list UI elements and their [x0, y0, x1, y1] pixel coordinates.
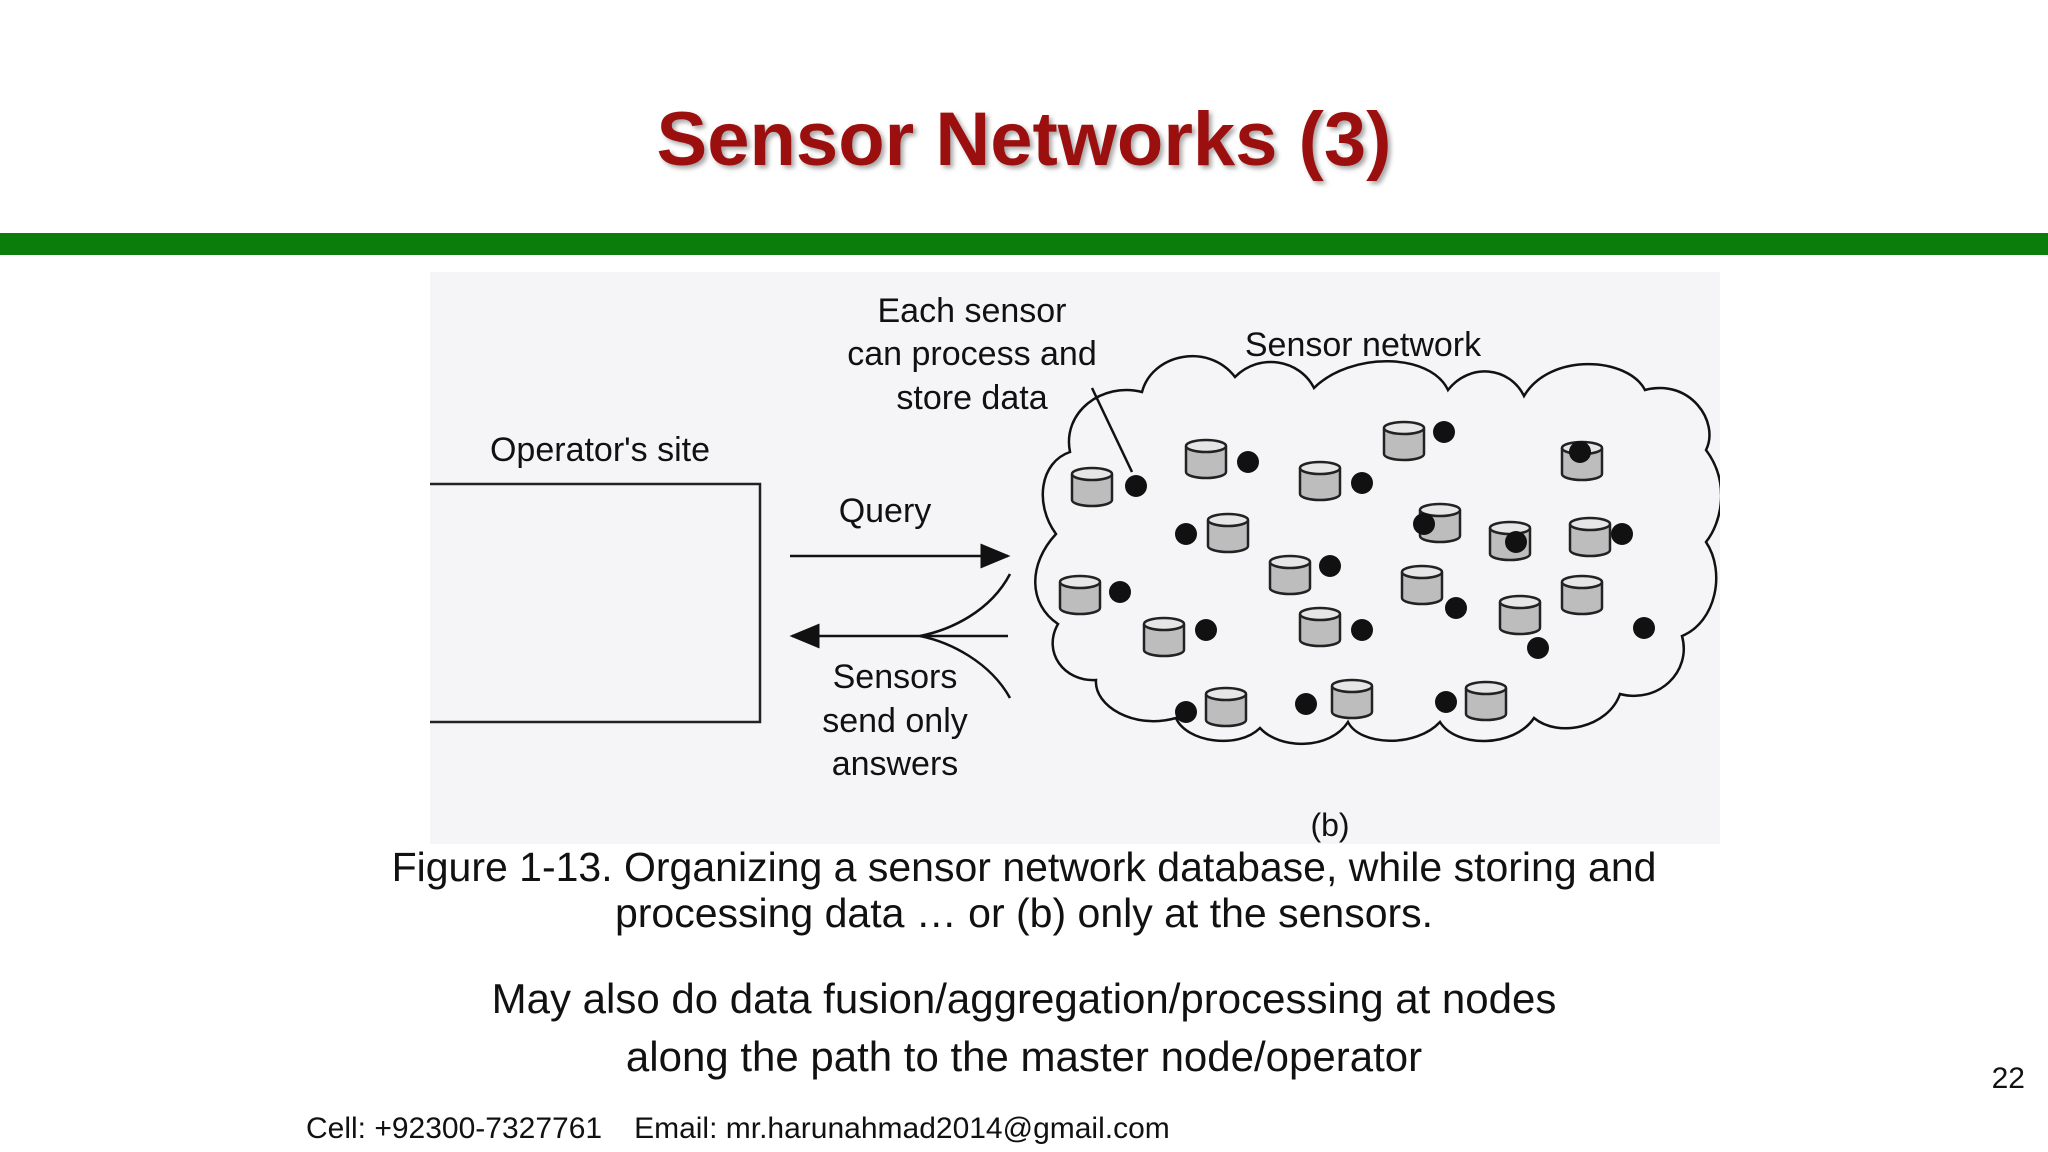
contact-footer: Cell: +92300-7327761 Email: mr.harunahmad…	[306, 1112, 1202, 1146]
answers-converge-top	[919, 573, 1012, 638]
database-icon	[1184, 438, 1228, 480]
answers-converge-bottom	[919, 634, 1012, 699]
sensor-network-label: Sensor network	[1245, 326, 1482, 364]
operator-site-label: Operator's site	[490, 431, 710, 469]
slide-body-text: May also do data fusion/aggregation/proc…	[330, 970, 1718, 1086]
sensor-node	[1237, 451, 1259, 473]
body-line-2: along the path to the master node/operat…	[625, 1033, 1423, 1080]
each-sensor-label-1: Each sensor	[878, 292, 1067, 330]
page-number: 22	[1991, 1062, 2025, 1095]
sensor-node	[1435, 691, 1457, 713]
slide-title: Sensor Networks (3)	[656, 97, 1392, 182]
figure-caption-line-1: Figure 1-13. Organizing a sensor network…	[391, 844, 1657, 890]
figure-caption: Figure 1-13. Organizing a sensor network…	[330, 844, 1718, 936]
figure-part-label: (b)	[1310, 807, 1349, 843]
sensor-node	[1527, 637, 1549, 659]
database-icon	[1268, 554, 1312, 596]
operator-site-box	[430, 482, 762, 724]
database-icon	[1330, 678, 1374, 720]
database-icon	[1204, 686, 1248, 728]
database-icon	[1298, 460, 1342, 502]
sensor-node	[1295, 693, 1317, 715]
sensor-node	[1433, 421, 1455, 443]
database-icon	[1400, 564, 1444, 606]
body-line-1: May also do data fusion/aggregation/proc…	[491, 975, 1557, 1022]
database-icon	[1142, 616, 1186, 658]
sensor-node	[1125, 475, 1147, 497]
each-sensor-label-2: can process and	[847, 335, 1097, 373]
query-label: Query	[839, 492, 932, 530]
figure-diagram: Operator's site Query Sensors send only …	[430, 292, 1720, 843]
database-icon	[1560, 574, 1604, 616]
sensor-node	[1611, 523, 1633, 545]
sensor-node	[1569, 441, 1591, 463]
figure-caption-line-2: processing data … or (b) only at the sen…	[614, 890, 1434, 936]
sensor-node	[1413, 513, 1435, 535]
answers-label-2: send only	[822, 702, 968, 740]
sensor-nodes	[1109, 421, 1655, 723]
sensor-node	[1505, 531, 1527, 553]
sensor-node	[1445, 597, 1467, 619]
sensor-node	[1175, 523, 1197, 545]
database-icon	[1382, 420, 1426, 462]
database-icon	[1464, 680, 1508, 722]
sensor-node	[1109, 581, 1131, 603]
database-icon	[1206, 512, 1250, 554]
each-sensor-label-3: store data	[896, 379, 1047, 417]
title-divider-bar	[0, 233, 2048, 255]
database-icon	[1298, 606, 1342, 648]
database-icon	[1070, 466, 1114, 508]
sensor-node	[1633, 617, 1655, 639]
database-icon	[1058, 574, 1102, 616]
sensor-network-cloud	[1034, 354, 1720, 746]
answers-label-3: answers	[832, 745, 959, 783]
sensor-node	[1319, 555, 1341, 577]
sensor-node	[1195, 619, 1217, 641]
sensor-node	[1175, 701, 1197, 723]
each-sensor-pointer	[1090, 387, 1134, 473]
contact-cell: Cell: +92300-7327761	[306, 1112, 603, 1145]
contact-email: Email: mr.harunahmad2014@gmail.com	[634, 1112, 1170, 1145]
sensor-network-figure: Operator's site Query Sensors send only …	[430, 272, 1720, 844]
answers-label-1: Sensors	[833, 658, 958, 696]
database-icon	[1568, 516, 1612, 558]
sensor-node	[1351, 619, 1373, 641]
sensor-node	[1351, 472, 1373, 494]
database-icon	[1498, 594, 1542, 636]
